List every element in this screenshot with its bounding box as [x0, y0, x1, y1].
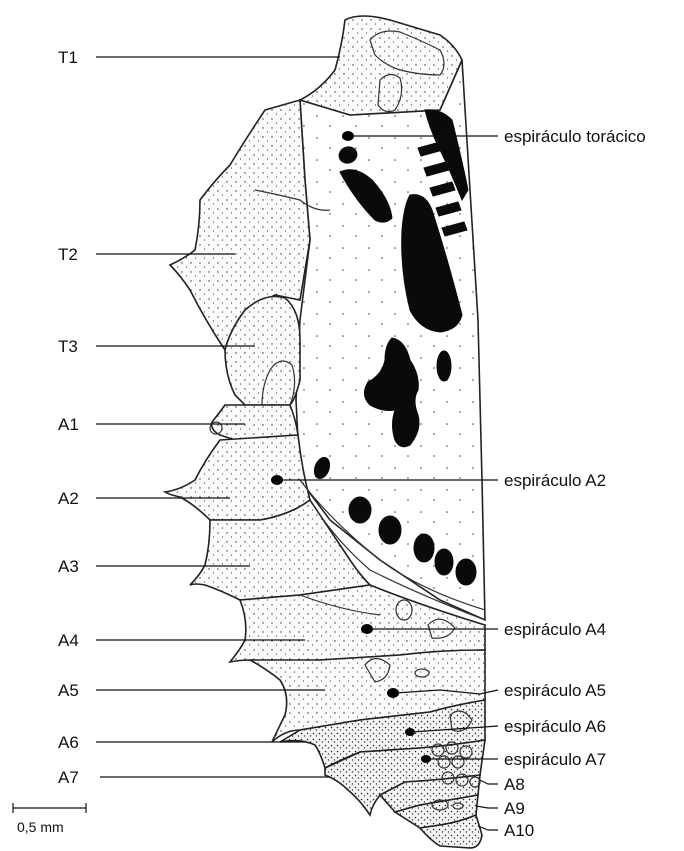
scale-bar: 0,5 mm: [13, 803, 86, 835]
scale-bar-label: 0,5 mm: [17, 819, 64, 835]
label-a3: A3: [58, 557, 79, 576]
label-spiracle-a7: espiráculo A7: [504, 750, 606, 769]
label-a6: A6: [58, 733, 79, 752]
segment-a1: [212, 405, 298, 440]
label-spiracle-a4: espiráculo A4: [504, 620, 606, 639]
label-t1: T1: [58, 48, 78, 67]
label-a2: A2: [58, 489, 79, 508]
label-spiracle-a5: espiráculo A5: [504, 681, 606, 700]
segment-a2: [165, 435, 310, 520]
segment-t1: [300, 16, 462, 115]
blot-small-oval: [437, 351, 451, 381]
label-spiracle-thoracic: espiráculo torácico: [504, 127, 646, 146]
label-t3: T3: [58, 337, 78, 356]
label-t2: T2: [58, 245, 78, 264]
right-labels: espiráculo torácico espiráculo A2 espirá…: [504, 127, 646, 840]
label-a4: A4: [58, 631, 79, 650]
label-a1: A1: [58, 415, 79, 434]
label-a7: A7: [58, 768, 79, 787]
label-a10: A10: [504, 821, 534, 840]
label-a5: A5: [58, 681, 79, 700]
label-spiracle-a2: espiráculo A2: [504, 471, 606, 490]
label-spiracle-a6: espiráculo A6: [504, 717, 606, 736]
label-a8: A8: [504, 775, 525, 794]
label-a9: A9: [504, 799, 525, 818]
left-labels: T1 T2 T3 A1 A2 A3 A4 A5 A6 A7: [58, 48, 79, 787]
